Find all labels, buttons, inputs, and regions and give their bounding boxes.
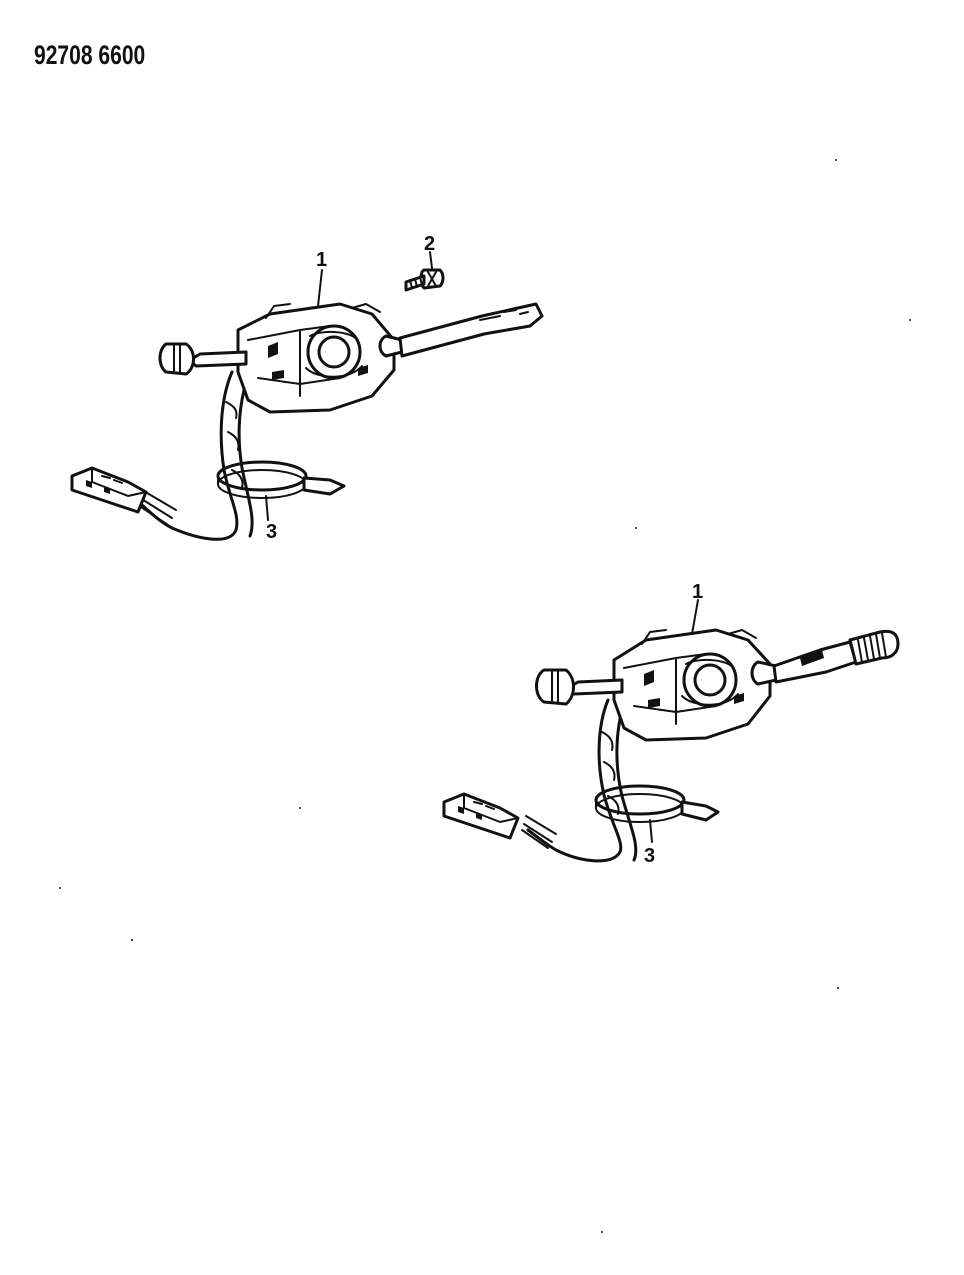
clamp-band-lower — [594, 784, 720, 823]
switch-body-lower — [612, 628, 772, 742]
leader-line-a3 — [265, 495, 269, 521]
callout-1-upper: 1 — [316, 249, 327, 271]
scan-specks — [59, 159, 911, 1233]
switch-assembly-upper — [70, 251, 544, 541]
right-stalk-upper — [378, 302, 544, 358]
switch-body-upper — [236, 302, 396, 414]
leader-line-a2 — [429, 251, 433, 269]
connector-upper — [70, 466, 148, 514]
left-stalk-lower — [535, 668, 624, 706]
clamp-band-upper — [216, 460, 346, 499]
right-stalk-lower — [750, 629, 900, 686]
leader-line-a1 — [317, 269, 323, 307]
callout-3-lower: 3 — [644, 845, 655, 867]
leader-line-b3 — [649, 819, 653, 843]
switch-assembly-lower — [442, 599, 900, 863]
leader-line-b1 — [691, 599, 699, 635]
document-id: 92708 6600 — [34, 40, 146, 70]
connector-lower — [442, 792, 520, 840]
callout-2-screw: 2 — [424, 233, 435, 255]
wire-harness-lower — [521, 698, 638, 863]
screw — [404, 268, 445, 292]
left-stalk-upper — [158, 342, 248, 376]
callout-1-lower: 1 — [692, 581, 703, 603]
callout-3-upper: 3 — [266, 521, 277, 543]
wire-harness-upper — [137, 370, 254, 541]
